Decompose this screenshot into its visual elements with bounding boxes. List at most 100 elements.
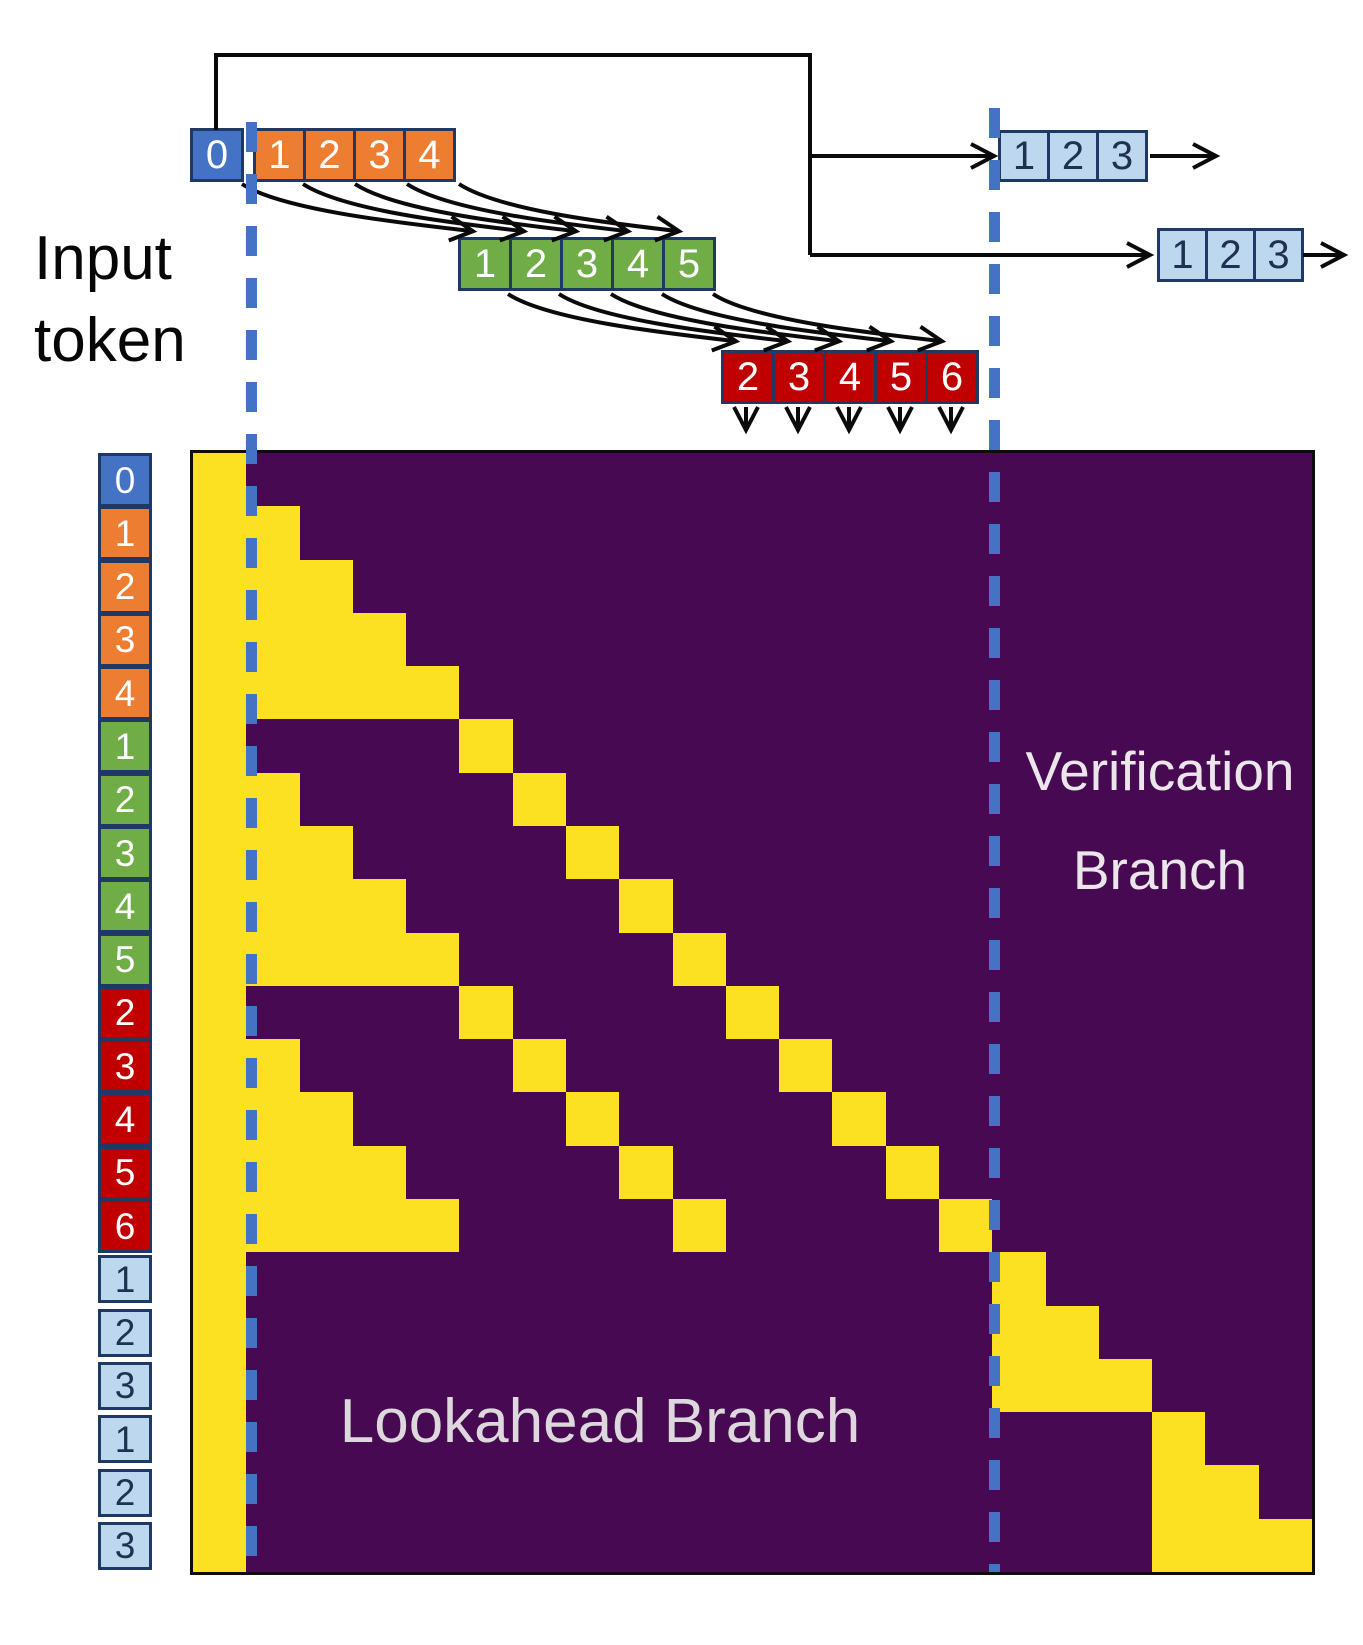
- mask-cell-r6-c9: [672, 772, 726, 826]
- mask-cell-r13-c15: [992, 1145, 1046, 1199]
- mask-cell-r8-c19: [1205, 879, 1259, 933]
- mask-cell-r2-c3: [352, 559, 407, 613]
- mask-cell-r13-c19: [1205, 1145, 1259, 1199]
- mask-cell-r2-c8: [619, 559, 673, 613]
- mask-cell-r7-c3: [352, 825, 407, 880]
- mask-cell-r8-c4: [406, 879, 460, 933]
- mask-cell-r10-c4: [406, 985, 460, 1040]
- mask-cell-r10-c19: [1205, 985, 1259, 1040]
- mask-cell-r1-c16: [1045, 506, 1099, 560]
- mask-cell-r4-c14: [938, 666, 993, 720]
- mask-cell-r5-c10: [725, 719, 780, 773]
- mask-cell-r12-c2: [299, 1092, 353, 1146]
- mask-cell-r6-c6: [512, 772, 566, 826]
- mask-cell-r15-c5: [459, 1252, 513, 1306]
- mask-cell-r5-c7: [565, 719, 620, 773]
- mask-cell-r19-c16: [1045, 1465, 1099, 1519]
- mask-cell-r5-c12: [832, 719, 886, 773]
- mask-cell-r8-c8: [619, 879, 673, 933]
- mask-cell-r14-c20: [1258, 1198, 1312, 1253]
- mask-cell-r16-c3: [352, 1305, 407, 1359]
- mask-cell-r7-c4: [406, 825, 460, 880]
- mask-cell-r2-c5: [459, 559, 513, 613]
- mask-cell-r15-c14: [938, 1252, 993, 1306]
- mask-cell-r11-c18: [1152, 1039, 1206, 1093]
- input-token-4-4: 4: [98, 666, 152, 721]
- mask-cell-r0-c0: [193, 453, 247, 507]
- mask-cell-r1-c20: [1258, 506, 1312, 560]
- mask-cell-r14-c19: [1205, 1198, 1259, 1253]
- mask-cell-r4-c0: [193, 666, 247, 720]
- mask-cell-r16-c7: [565, 1305, 620, 1359]
- mask-cell-r16-c12: [832, 1305, 886, 1359]
- mask-cell-r5-c13: [885, 719, 939, 773]
- mask-cell-r8-c0: [193, 879, 247, 933]
- mask-cell-r20-c18: [1152, 1518, 1206, 1572]
- mask-cell-r12-c7: [565, 1092, 620, 1146]
- mask-cell-r10-c5: [459, 985, 513, 1040]
- mask-cell-r5-c8: [619, 719, 673, 773]
- mask-cell-r7-c18: [1152, 825, 1206, 880]
- mask-cell-r20-c11: [779, 1518, 833, 1572]
- mask-cell-r5-c6: [512, 719, 566, 773]
- mask-cell-r10-c0: [193, 985, 247, 1040]
- mask-cell-r20-c4: [406, 1518, 460, 1572]
- mask-cell-r16-c13: [885, 1305, 939, 1359]
- mask-cell-r6-c10: [725, 772, 780, 826]
- mask-cell-r0-c12: [832, 453, 886, 507]
- mask-cell-r10-c3: [352, 985, 407, 1040]
- mask-cell-r2-c16: [1045, 559, 1099, 613]
- mask-cell-r7-c10: [725, 825, 780, 880]
- verification-branch-label-line: Branch: [1072, 839, 1248, 901]
- mask-cell-r7-c6: [512, 825, 566, 880]
- mask-cell-r14-c9: [672, 1198, 726, 1253]
- mask-cell-r11-c15: [992, 1039, 1046, 1093]
- mask-cell-r8-c20: [1258, 879, 1312, 933]
- mask-cell-r18-c9: [672, 1412, 726, 1466]
- mask-cell-r14-c7: [565, 1198, 620, 1253]
- mask-cell-r2-c6: [512, 559, 566, 613]
- verification-branch-divider-line: [989, 108, 1000, 1572]
- mask-cell-r16-c17: [1098, 1305, 1153, 1359]
- mask-cell-r12-c0: [193, 1092, 247, 1146]
- mask-cell-r17-c20: [1258, 1358, 1312, 1413]
- mask-cell-r20-c9: [672, 1518, 726, 1572]
- mask-cell-r0-c18: [1152, 453, 1206, 507]
- mask-cell-r12-c17: [1098, 1092, 1153, 1146]
- mask-cell-r14-c6: [512, 1198, 566, 1253]
- mask-cell-r9-c2: [299, 932, 353, 986]
- mask-cell-r9-c18: [1152, 932, 1206, 986]
- mask-cell-r18-c10: [725, 1412, 780, 1466]
- mask-cell-r17-c0: [193, 1358, 247, 1413]
- token-box-window_step0-4: 4: [403, 128, 456, 182]
- mask-cell-r18-c16: [1045, 1412, 1099, 1466]
- mask-cell-r0-c8: [619, 453, 673, 507]
- mask-cell-r15-c20: [1258, 1252, 1312, 1306]
- mask-cell-r20-c8: [619, 1518, 673, 1572]
- input-token-2-2: 2: [98, 559, 152, 614]
- mask-cell-r15-c2: [299, 1252, 353, 1306]
- mask-cell-r13-c7: [565, 1145, 620, 1199]
- input-token-20-3: 3: [98, 1521, 152, 1570]
- mask-cell-r12-c18: [1152, 1092, 1206, 1146]
- mask-cell-r8-c18: [1152, 879, 1206, 933]
- mask-cell-r10-c9: [672, 985, 726, 1040]
- mask-cell-r7-c11: [779, 825, 833, 880]
- mask-cell-r2-c17: [1098, 559, 1153, 613]
- mask-cell-r17-c9: [672, 1358, 726, 1413]
- token-box-ngram_candidate_1-1: 1: [998, 130, 1050, 182]
- mask-cell-r16-c16: [1045, 1305, 1099, 1359]
- mask-cell-r11-c0: [193, 1039, 247, 1093]
- arrow-green4-to-red5: [660, 292, 896, 353]
- input-token-9-5: 5: [98, 932, 152, 987]
- mask-cell-r13-c17: [1098, 1145, 1153, 1199]
- mask-cell-r16-c18: [1152, 1305, 1206, 1359]
- mask-cell-r8-c10: [725, 879, 780, 933]
- mask-cell-r1-c19: [1205, 506, 1259, 560]
- mask-cell-r3-c8: [619, 612, 673, 667]
- mask-cell-r2-c2: [299, 559, 353, 613]
- mask-cell-r10-c16: [1045, 985, 1099, 1040]
- mask-cell-r6-c14: [938, 772, 993, 826]
- mask-cell-r4-c15: [992, 666, 1046, 720]
- mask-cell-r11-c4: [406, 1039, 460, 1093]
